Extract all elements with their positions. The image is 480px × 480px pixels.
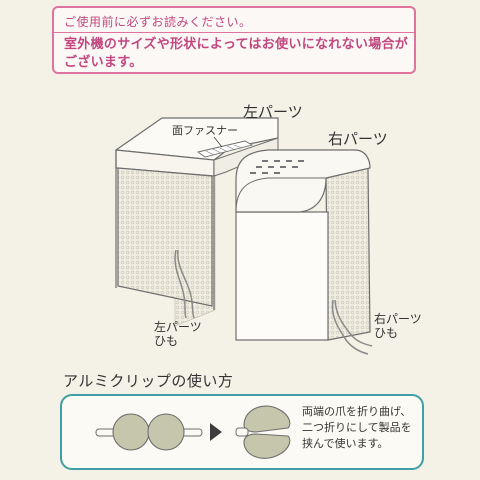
clip-description: 両端の爪を折り曲げ、二つ折りにして製品を挟んで使います。	[302, 405, 412, 450]
right-cord-label: 右パーツ ひも	[374, 312, 422, 340]
velcro-strip	[196, 140, 254, 158]
clip-section-title: アルミクリップの使い方	[63, 372, 234, 390]
fastener-label: 面ファスナー	[172, 124, 238, 137]
notice-divider	[54, 32, 414, 33]
left-cord-label: 左パーツ ひも	[154, 320, 202, 348]
right-part	[235, 149, 373, 355]
right-cord	[331, 299, 369, 355]
notice-body: 室外機のサイズや形状によってはお使いになれない場合がございます。	[64, 37, 409, 70]
notice-box: ご使用前に必ずお読みください。 室外機のサイズや形状によってはお使いになれない場…	[52, 6, 416, 74]
left-part-label: 左パーツ	[243, 103, 303, 121]
right-part-label: 右パーツ	[328, 130, 388, 148]
left-cord	[174, 249, 187, 319]
notice-title: ご使用前に必ずお読みください。	[64, 15, 252, 29]
